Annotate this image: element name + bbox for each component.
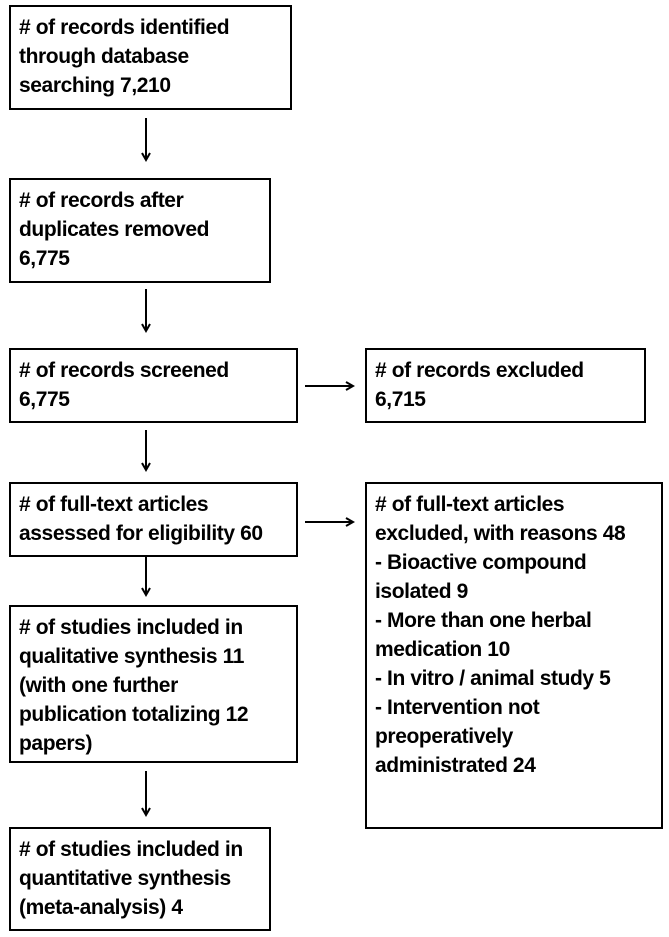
box-line: # of records after [19, 189, 184, 212]
box-line: # of records screened [19, 359, 229, 382]
box-line: duplicates removed [19, 218, 210, 241]
box-line: excluded, with reasons 48 [375, 522, 626, 545]
box-line: preoperatively [375, 725, 513, 748]
box-line: - Bioactive compound [375, 551, 587, 574]
box-line: through database [19, 45, 189, 68]
box-line: 6,775 [19, 388, 70, 411]
box-line: 6,775 [19, 247, 70, 270]
box-line: medication 10 [375, 638, 510, 661]
box-line: assessed for eligibility 60 [19, 522, 263, 545]
box-line: # of records excluded [375, 359, 584, 382]
box-line: papers) [19, 732, 93, 755]
box-line: administrated 24 [375, 754, 536, 777]
box-line: # of full-text articles [19, 493, 209, 516]
box-line: (with one further [19, 674, 178, 697]
box-line: # of records identified [19, 16, 230, 39]
records-identified-box: # of records identified through database… [9, 5, 292, 110]
box-line: publication totalizing 12 [19, 703, 249, 726]
box-line: qualitative synthesis 11 [19, 645, 245, 668]
box-line: - Intervention not [375, 696, 540, 719]
box-line: - More than one herbal [375, 609, 592, 632]
box-line: searching 7,210 [19, 74, 171, 97]
records-excluded-box: # of records excluded 6,715 [365, 348, 646, 423]
records-screened-box: # of records screened 6,775 [9, 348, 298, 423]
quantitative-synthesis-box: # of studies included in quantitative sy… [9, 827, 271, 931]
box-line: # of full-text articles [375, 493, 565, 516]
box-line: - In vitro / animal study 5 [375, 667, 611, 690]
box-line: # of studies included in [19, 838, 243, 861]
box-line: # of studies included in [19, 616, 243, 639]
records-after-duplicates-box: # of records after duplicates removed 6,… [9, 178, 271, 283]
box-line: 6,715 [375, 388, 426, 411]
qualitative-synthesis-box: # of studies included in qualitative syn… [9, 605, 298, 763]
box-line: isolated 9 [375, 580, 468, 603]
fulltext-assessed-box: # of full-text articles assessed for eli… [9, 482, 298, 557]
box-line: quantitative synthesis [19, 867, 231, 890]
fulltext-excluded-box: # of full-text articles excluded, with r… [365, 482, 663, 829]
box-line: (meta-analysis) 4 [19, 896, 183, 919]
